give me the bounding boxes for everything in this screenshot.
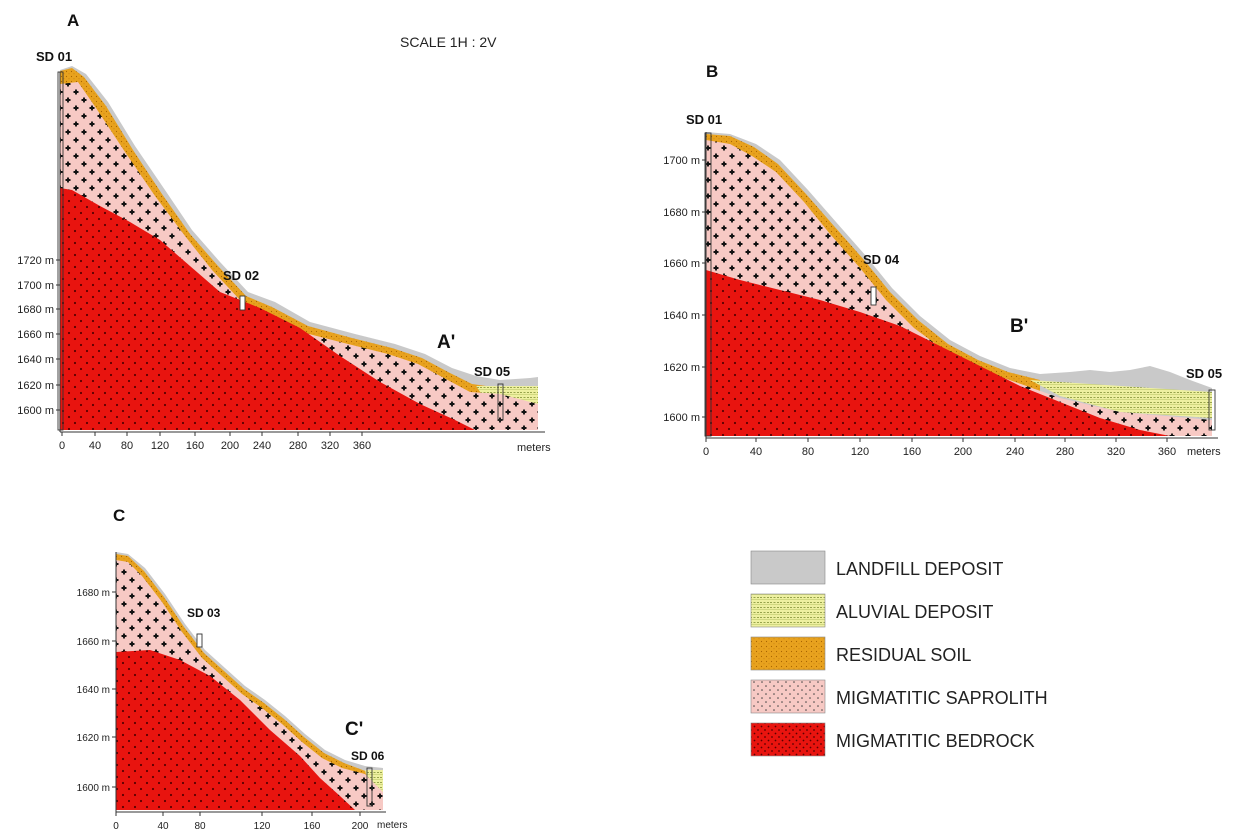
y-tick-label: 1640 m [663,310,700,322]
section-a-y-axis: 1600 m 1620 m 1640 m 1660 m 1680 m 1700 m 1720… [17,255,60,417]
section-c-y-axis: 1600 m 1620 m 1640 m 1660 m 1680 m [77,588,116,794]
x-tick-label: 200 [954,446,972,458]
legend-swatch-residual [750,636,826,671]
section-c-end-label: C' [345,719,363,740]
section-b-borehole-sd01 [704,132,712,437]
y-tick-label: 1680 m [77,588,110,599]
y-tick-label: 1660 m [77,637,110,648]
section-a-borehole-label: SD 05 [474,364,510,379]
legend-label-bedrock: MIGMATITIC BEDROCK [836,731,1035,751]
y-tick-label: 1720 m [17,255,54,267]
x-tick-label: 240 [1006,446,1024,458]
section-b-axes [705,132,1218,439]
legend-label-saprolith: MIGMATITIC SAPROLITH [836,688,1048,708]
y-tick-label: 1700 m [663,155,700,167]
section-b-borehole-label: SD 04 [863,252,900,267]
section-c-migmatitic-bedrock [116,650,355,810]
section-a-label: A [67,11,79,30]
legend-swatch-bedrock [750,722,826,757]
section-c-x-unit: meters [377,820,408,831]
x-tick-label: 120 [851,446,869,458]
x-tick-label: 200 [221,440,239,452]
y-tick-label: 1600 m [77,783,110,794]
legend-label-residual: RESIDUAL SOIL [836,645,971,665]
legend-label-landfill: LANDFILL DEPOSIT [836,559,1003,579]
x-tick-label: 120 [254,821,271,832]
x-tick-label: 40 [750,446,762,458]
section-c-borehole-label: SD 06 [351,749,385,763]
y-tick-label: 1620 m [17,380,54,392]
x-tick-label: 280 [1056,446,1074,458]
section-a-borehole-label: SD 01 [36,49,72,64]
x-tick-label: 120 [151,440,169,452]
legend-swatch-landfill [750,550,826,585]
section-b-aluvial-deposit [1030,380,1212,418]
section-c-axes [115,552,386,813]
y-tick-label: 1640 m [17,354,54,366]
legend-swatch-aluvial [750,593,826,628]
legend-swatch-saprolith [750,679,826,714]
section-a-end-label: A' [437,332,455,353]
x-tick-label: 320 [321,440,339,452]
section-a-borehole-sd02 [239,295,246,311]
x-tick-label: 40 [89,440,101,452]
legend-label-aluvial: ALUVIAL DEPOSIT [836,602,993,622]
section-b-x-axis: 0 40 80 120 160 200 240 280 320 360 [703,438,1176,458]
section-b-end-label: B' [1010,316,1028,337]
section-a-borehole-sd05 [497,383,504,421]
x-tick-label: 80 [194,821,206,832]
x-tick-label: 0 [59,440,65,452]
x-tick-label: 80 [121,440,133,452]
section-b-migmatitic-bedrock [706,270,1170,436]
x-tick-label: 160 [304,821,321,832]
x-tick-label: 0 [113,821,119,832]
x-tick-label: 240 [253,440,271,452]
x-tick-label: 280 [289,440,307,452]
section-b-borehole-sd05 [1208,389,1216,431]
y-tick-label: 1620 m [77,733,110,744]
x-tick-label: 160 [903,446,921,458]
section-b-label: B [706,62,718,81]
section-b: B SD 01 SD 04 SD 05 B' 1600 m 1620 m 1640 … [663,62,1222,458]
y-tick-label: 1600 m [663,412,700,424]
section-a-borehole-label: SD 02 [223,268,259,283]
y-tick-label: 1600 m [17,405,54,417]
x-tick-label: 360 [353,440,371,452]
y-tick-label: 1660 m [663,258,700,270]
section-a-x-axis: 0 40 80 120 160 200 240 280 320 360 [59,432,371,452]
y-tick-label: 1640 m [77,685,110,696]
section-b-borehole-label: SD 01 [686,112,722,127]
y-tick-label: 1660 m [17,329,54,341]
section-c: C SD 03 SD 06 C' 1600 m 1620 m 1640 m 1660 … [77,506,408,832]
section-c-borehole-sd06 [366,767,373,807]
legend: LANDFILL DEPOSIT ALUVIAL DEPOSIT RESIDUAL … [750,550,1048,757]
section-a: A SCALE 1H : 2V SD 01 SD 02 SD 05 A' 160… [17,11,551,454]
section-c-x-axis: 0 40 80 120 160 200 [113,812,369,832]
x-tick-label: 80 [802,446,814,458]
section-c-borehole-label: SD 03 [187,606,221,620]
x-tick-label: 40 [157,821,169,832]
section-c-label: C [113,506,125,525]
section-b-borehole-label: SD 05 [1186,366,1222,381]
y-tick-label: 1700 m [17,280,54,292]
y-tick-label: 1680 m [663,207,700,219]
section-b-x-unit: meters [1187,446,1221,458]
y-tick-label: 1620 m [663,362,700,374]
section-b-y-axis: 1600 m 1620 m 1640 m 1660 m 1680 m 1700 m [663,155,706,424]
x-tick-label: 160 [186,440,204,452]
y-tick-label: 1680 m [17,304,54,316]
section-a-x-unit: meters [517,442,551,454]
x-tick-label: 320 [1107,446,1125,458]
scale-label: SCALE 1H : 2V [400,34,497,50]
section-b-borehole-sd04 [870,286,877,306]
x-tick-label: 360 [1158,446,1176,458]
x-tick-label: 0 [703,446,709,458]
section-a-migmatitic-bedrock [60,188,475,430]
section-a-axes [59,72,545,433]
section-c-borehole-sd03 [196,633,203,648]
x-tick-label: 200 [352,821,369,832]
